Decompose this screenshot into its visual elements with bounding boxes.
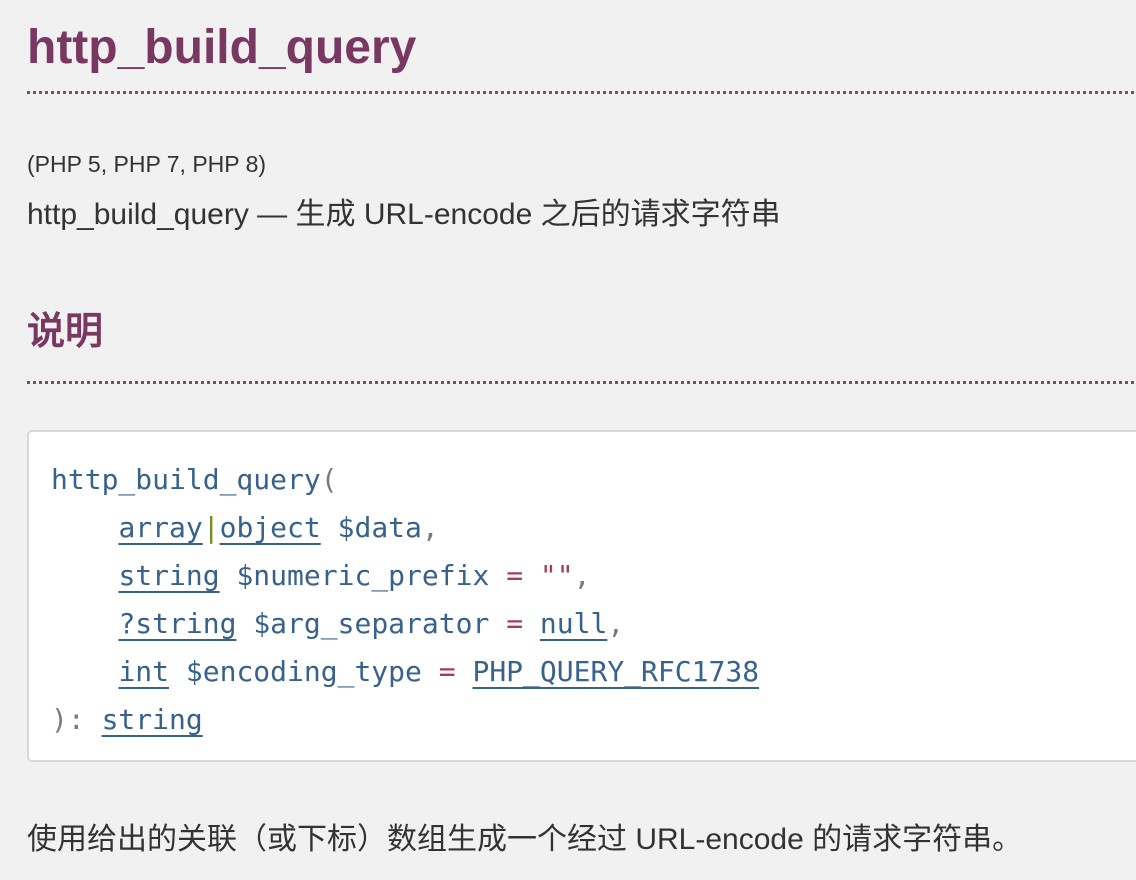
return-type-link-string[interactable]: string bbox=[101, 703, 203, 737]
union-type-separator: | bbox=[202, 511, 220, 545]
space bbox=[489, 607, 506, 640]
close-paren-colon: ): bbox=[51, 703, 102, 737]
type-link-int[interactable]: int bbox=[118, 655, 170, 689]
signature-line: int $encoding_type = PHP_QUERY_RFC1738 bbox=[51, 648, 1118, 696]
param-arg-separator: $arg_separator bbox=[253, 607, 490, 641]
indent bbox=[51, 655, 118, 688]
space bbox=[523, 559, 540, 592]
param-encoding-type: $encoding_type bbox=[185, 655, 422, 689]
signature-line: string $numeric_prefix = "", bbox=[51, 552, 1118, 600]
space bbox=[220, 559, 237, 592]
param-data: $data bbox=[337, 511, 422, 545]
comma: , bbox=[421, 511, 439, 545]
default-null-link[interactable]: null bbox=[539, 607, 608, 641]
section-heading-description: 说明 bbox=[27, 311, 1136, 385]
signature-line: array|object $data, bbox=[51, 504, 1118, 552]
space bbox=[456, 655, 473, 688]
function-name: http_build_query bbox=[51, 463, 321, 497]
default-empty-string: "" bbox=[539, 559, 574, 593]
description-paragraph: 使用给出的关联（或下标）数组生成一个经过 URL-encode 的请求字符串。 bbox=[27, 823, 1023, 857]
constant-link-php-query-rfc1738[interactable]: PHP_QUERY_RFC1738 bbox=[472, 655, 760, 689]
equals-sign: = bbox=[438, 655, 456, 689]
version-info: (PHP 5, PHP 7, PHP 8) bbox=[27, 151, 267, 178]
space bbox=[169, 655, 186, 688]
equals-sign: = bbox=[506, 559, 524, 593]
comma: , bbox=[607, 607, 625, 641]
type-link-string[interactable]: string bbox=[118, 559, 220, 593]
space bbox=[422, 655, 439, 688]
comma: , bbox=[573, 559, 591, 593]
indent bbox=[51, 511, 118, 544]
signature-line: http_build_query( bbox=[51, 456, 1118, 504]
type-link-object[interactable]: object bbox=[219, 511, 321, 545]
space bbox=[321, 511, 338, 544]
function-signature: http_build_query( array|object $data, st… bbox=[51, 456, 1118, 744]
type-link-array[interactable]: array bbox=[118, 511, 203, 545]
space bbox=[236, 607, 253, 640]
function-purpose: http_build_query — 生成 URL-encode 之后的请求字符… bbox=[27, 197, 781, 231]
indent bbox=[51, 559, 118, 592]
param-numeric-prefix: $numeric_prefix bbox=[236, 559, 490, 593]
signature-line: ?string $arg_separator = null, bbox=[51, 600, 1118, 648]
indent bbox=[51, 607, 118, 640]
open-paren: ( bbox=[320, 463, 338, 497]
space bbox=[489, 559, 506, 592]
type-link-nullable-string[interactable]: ?string bbox=[118, 607, 237, 641]
space bbox=[523, 607, 540, 640]
equals-sign: = bbox=[506, 607, 524, 641]
signature-line: ): string bbox=[51, 696, 1118, 744]
method-synopsis-box: http_build_query( array|object $data, st… bbox=[27, 430, 1136, 763]
page-title: http_build_query bbox=[27, 20, 1136, 95]
